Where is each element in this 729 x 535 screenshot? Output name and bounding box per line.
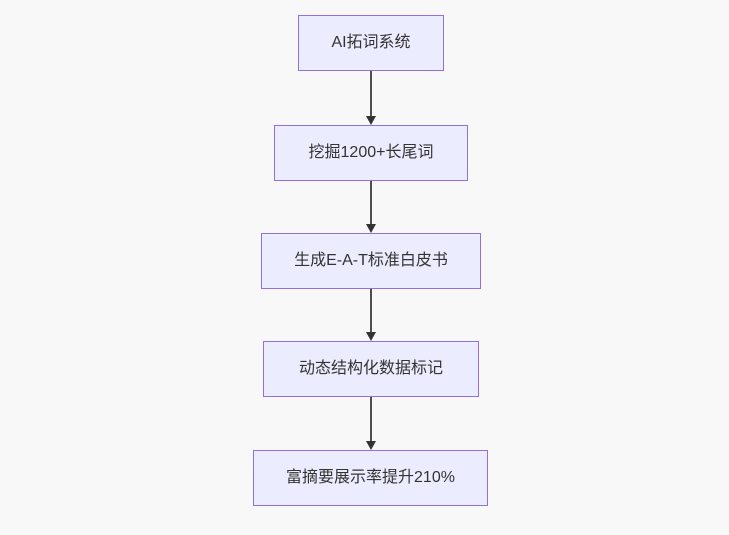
edge-line xyxy=(370,71,372,116)
edge-line xyxy=(370,289,372,332)
flow-edge-4 xyxy=(365,397,377,450)
flow-edge-1 xyxy=(365,71,377,125)
flow-node-rich-snippet-rate-increase: 富摘要展示率提升210% xyxy=(253,450,488,506)
flow-edge-3 xyxy=(365,289,377,341)
arrowhead-down-icon xyxy=(366,116,376,125)
flow-node-mine-longtail-keywords: 挖掘1200+长尾词 xyxy=(274,125,468,181)
flow-node-ai-word-expansion-system: AI拓词系统 xyxy=(298,15,444,71)
edge-line xyxy=(370,397,372,441)
node-label: 挖掘1200+长尾词 xyxy=(308,144,434,162)
arrowhead-down-icon xyxy=(366,441,376,450)
node-label: 生成E-A-T标准白皮书 xyxy=(294,252,448,270)
arrowhead-down-icon xyxy=(366,332,376,341)
arrowhead-down-icon xyxy=(366,224,376,233)
edge-line xyxy=(370,181,372,224)
flow-node-dynamic-structured-data-markup: 动态结构化数据标记 xyxy=(263,341,479,397)
node-label: AI拓词系统 xyxy=(331,34,411,52)
node-label: 富摘要展示率提升210% xyxy=(286,469,455,487)
flow-node-generate-eat-whitepaper: 生成E-A-T标准白皮书 xyxy=(261,233,481,289)
node-label: 动态结构化数据标记 xyxy=(298,360,443,378)
flow-edge-2 xyxy=(365,181,377,233)
